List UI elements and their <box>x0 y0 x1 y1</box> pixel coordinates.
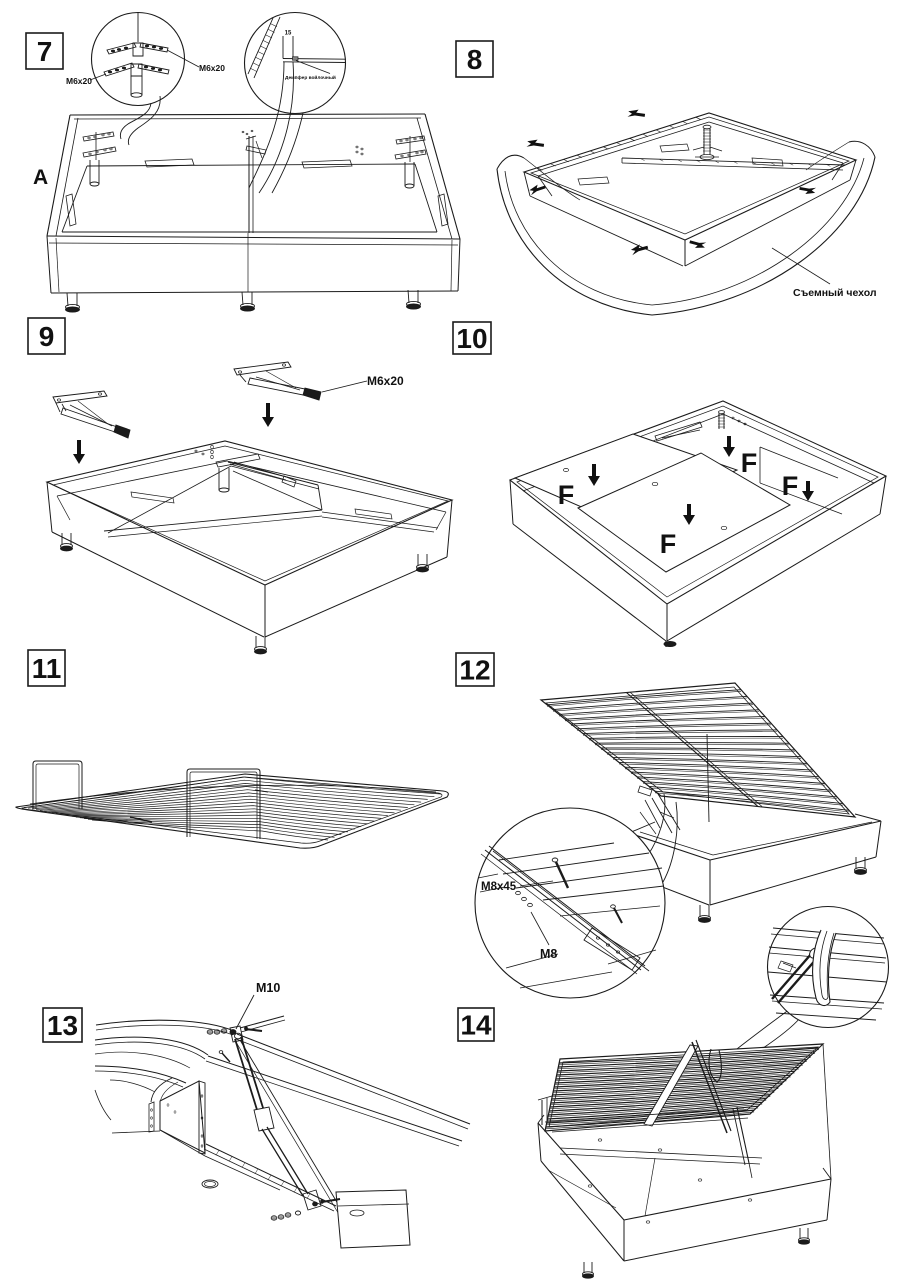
svg-text:F: F <box>558 480 575 510</box>
svg-text:M10: M10 <box>256 981 280 995</box>
svg-text:F: F <box>741 448 758 478</box>
svg-text:M8x45: M8x45 <box>481 881 517 893</box>
svg-text:M6x20: M6x20 <box>66 76 92 86</box>
svg-text:8: 8 <box>467 44 483 75</box>
svg-text:M6x20: M6x20 <box>199 63 225 73</box>
svg-text:M6x20: M6x20 <box>367 374 404 388</box>
svg-text:15: 15 <box>285 31 292 37</box>
svg-text:14: 14 <box>460 1010 492 1041</box>
svg-text:A: A <box>33 166 48 189</box>
svg-text:M8: M8 <box>540 947 557 961</box>
svg-text:9: 9 <box>39 321 55 352</box>
svg-text:Съемный чехол: Съемный чехол <box>793 287 877 299</box>
svg-text:11: 11 <box>32 653 62 684</box>
svg-text:7: 7 <box>37 36 53 67</box>
svg-text:Демпфер войлочный: Демпфер войлочный <box>285 74 336 81</box>
svg-text:10: 10 <box>456 323 487 354</box>
svg-text:F: F <box>660 529 677 559</box>
svg-text:13: 13 <box>47 1010 78 1041</box>
svg-text:12: 12 <box>459 655 490 686</box>
svg-text:F: F <box>782 471 799 501</box>
